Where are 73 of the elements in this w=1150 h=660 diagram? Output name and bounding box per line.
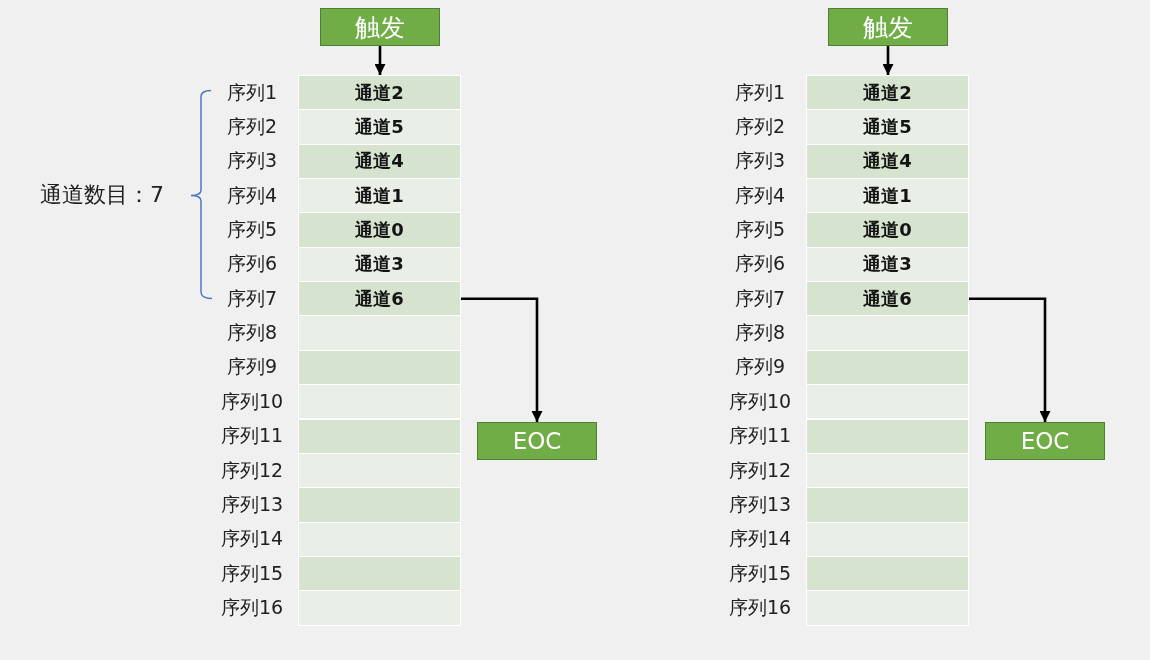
arrow bbox=[969, 297, 1051, 422]
sequence-label: 序列13 bbox=[727, 491, 793, 517]
channel-cell: 通道3 bbox=[298, 246, 461, 283]
empty-cell bbox=[298, 418, 461, 454]
arrow bbox=[461, 297, 543, 422]
sequence-label: 序列10 bbox=[727, 388, 793, 414]
channel-cell: 通道6 bbox=[806, 281, 969, 317]
sequence-label: 序列8 bbox=[225, 320, 279, 346]
sequence-label: 序列12 bbox=[219, 457, 285, 483]
sequence-label: 序列7 bbox=[225, 285, 279, 311]
empty-cell bbox=[298, 555, 461, 592]
sequence-label: 序列13 bbox=[219, 491, 285, 517]
sequence-label: 序列15 bbox=[219, 560, 285, 586]
empty-cell bbox=[298, 487, 461, 523]
empty-cell bbox=[806, 590, 969, 626]
channel-cell: 通道3 bbox=[806, 246, 969, 283]
sequence-label: 序列2 bbox=[225, 114, 279, 139]
arrow bbox=[374, 46, 386, 75]
sequence-label: 序列14 bbox=[219, 526, 285, 552]
sequence-label: 序列5 bbox=[225, 217, 279, 243]
empty-cell bbox=[298, 349, 461, 386]
empty-cell bbox=[806, 349, 969, 386]
channel-cell: 通道1 bbox=[298, 178, 461, 214]
sequence-label: 序列6 bbox=[225, 251, 279, 277]
channel-cell: 通道0 bbox=[806, 212, 969, 248]
sequence-label: 序列9 bbox=[225, 354, 279, 380]
sequence-label: 序列4 bbox=[733, 182, 787, 208]
channel-cell: 通道1 bbox=[806, 178, 969, 214]
empty-cell bbox=[806, 521, 969, 557]
empty-cell bbox=[298, 384, 461, 420]
channel-cell: 通道2 bbox=[806, 75, 969, 111]
channel-cell: 通道2 bbox=[298, 75, 461, 111]
trigger-box: 触发 bbox=[320, 8, 440, 46]
empty-cell bbox=[806, 487, 969, 523]
eoc-box: EOC bbox=[985, 422, 1105, 460]
sequence-label: 序列1 bbox=[733, 79, 787, 105]
channel-cell: 通道4 bbox=[298, 143, 461, 180]
channel-cell: 通道4 bbox=[806, 143, 969, 180]
channel-cell: 通道6 bbox=[298, 281, 461, 317]
empty-cell bbox=[298, 521, 461, 557]
sequence-label: 序列4 bbox=[225, 182, 279, 208]
sequence-label: 序列3 bbox=[733, 148, 787, 174]
sequence-label: 序列15 bbox=[727, 560, 793, 586]
sequence-label: 序列5 bbox=[733, 217, 787, 243]
sequence-label: 序列8 bbox=[733, 320, 787, 346]
sequence-label: 序列3 bbox=[225, 148, 279, 174]
empty-cell bbox=[806, 418, 969, 454]
sequence-label: 序列12 bbox=[727, 457, 793, 483]
sequence-label: 序列16 bbox=[219, 594, 285, 620]
empty-cell bbox=[806, 452, 969, 489]
sequence-label: 序列14 bbox=[727, 526, 793, 552]
sequence-label: 序列16 bbox=[727, 594, 793, 620]
sequence-label: 序列7 bbox=[733, 285, 787, 311]
empty-cell bbox=[806, 555, 969, 592]
empty-cell bbox=[298, 452, 461, 489]
sequence-label: 序列6 bbox=[733, 251, 787, 277]
sequence-label: 序列9 bbox=[733, 354, 787, 380]
sequence-label: 序列10 bbox=[219, 388, 285, 414]
arrow bbox=[882, 46, 894, 75]
channel-count-label: 通道数目：7 bbox=[40, 181, 164, 209]
sequence-label: 序列11 bbox=[219, 423, 285, 449]
channel-cell: 通道0 bbox=[298, 212, 461, 248]
sequence-label: 序列2 bbox=[733, 114, 787, 139]
channel-cell: 通道5 bbox=[806, 109, 969, 145]
channel-cell: 通道5 bbox=[298, 109, 461, 145]
sequence-label: 序列11 bbox=[727, 423, 793, 449]
eoc-box: EOC bbox=[477, 422, 597, 460]
empty-cell bbox=[298, 590, 461, 626]
empty-cell bbox=[806, 315, 969, 351]
trigger-box: 触发 bbox=[828, 8, 948, 46]
empty-cell bbox=[298, 315, 461, 351]
sequence-label: 序列1 bbox=[225, 79, 279, 105]
empty-cell bbox=[806, 384, 969, 420]
